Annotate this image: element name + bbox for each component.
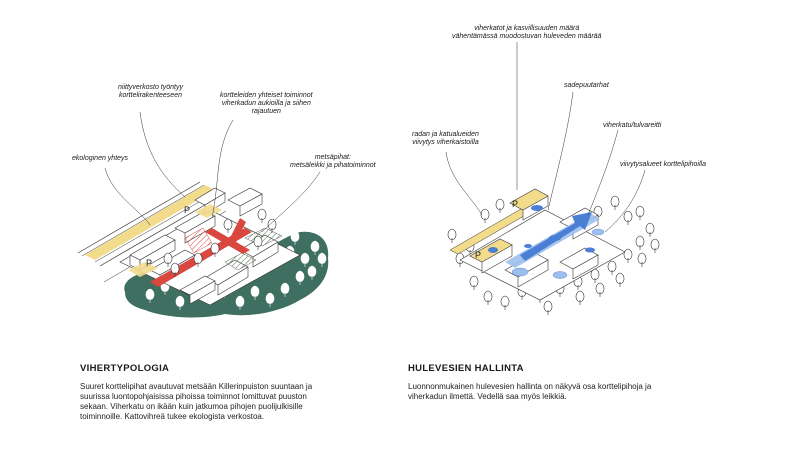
left-leader-lines (104, 111, 321, 233)
right-illustration: P P (445, 42, 660, 316)
label-rail-retention: radan ja katualueiden viivytys viherkais… (412, 131, 479, 146)
label-ecological-link: ekologinen yhteys (72, 155, 129, 162)
right-section-body: Luonnonmukainen hulevesien hallinta on n… (408, 382, 652, 401)
left-section-body: Suuret korttelipihat avautuvat metsään K… (80, 382, 313, 421)
retention-ponds (488, 205, 595, 253)
meadow-patch (128, 262, 158, 277)
parking-letter: P (512, 199, 518, 209)
left-illustration: P P (77, 111, 329, 318)
label-shared-activities: kortteleiden yhteiset toiminnot viherkad… (220, 92, 313, 115)
railway (77, 181, 227, 283)
retention-areas (511, 228, 605, 279)
label-retention-yards: viivytysalueet korttelipihoilla (620, 161, 706, 168)
forest-yard (224, 252, 257, 271)
parking-letter: P (146, 258, 152, 268)
label-meadow: niittyverkosto työntyy korttelirakentees… (118, 84, 183, 99)
label-forest-yards: metsäpihat: metsäleikki ja pihatoiminnot (290, 154, 376, 169)
parking-letter: P (475, 250, 481, 260)
parking-letter: P (184, 205, 190, 215)
green-roof (509, 188, 549, 211)
label-flood-route: viherkatu/tulvareitti (603, 122, 662, 129)
right-leader-lines (445, 42, 646, 233)
label-green-roofs: viherkatot ja kasvillisuuden määrä vähen… (452, 25, 602, 40)
right-section-title: HULEVESIEN HALLINTA (408, 363, 524, 374)
meadow-patch (195, 204, 222, 218)
left-section-title: VIHERTYPOLOGIA (80, 363, 170, 374)
label-rain-gardens: sadepuutarhat (564, 82, 609, 89)
